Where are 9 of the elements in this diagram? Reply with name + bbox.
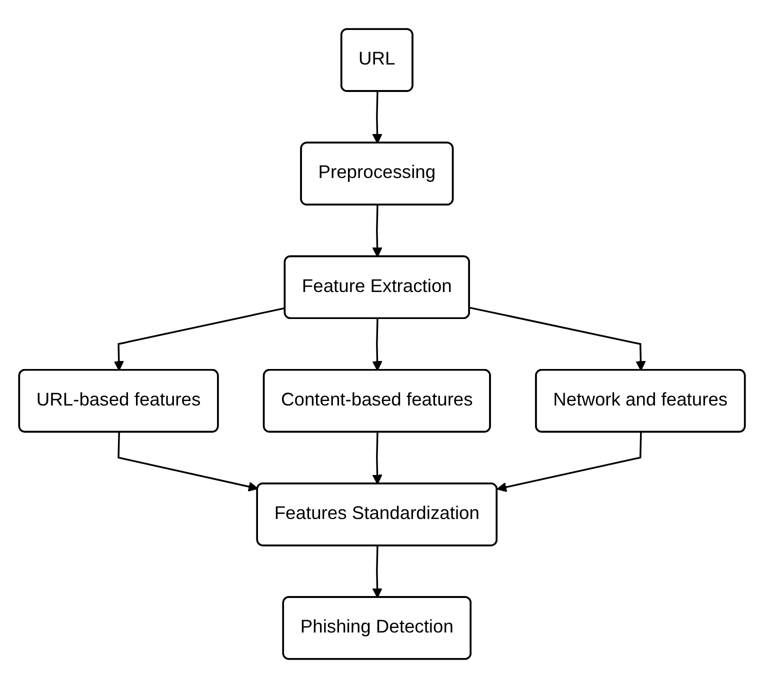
arrow [470, 306, 646, 371]
arrow [118, 432, 258, 492]
arrow [372, 432, 382, 484]
arrow [372, 318, 382, 371]
arrow [372, 205, 382, 258]
arrow [114, 307, 286, 371]
arrow [496, 432, 642, 492]
arrow [372, 92, 382, 144]
arrow [372, 546, 382, 598]
